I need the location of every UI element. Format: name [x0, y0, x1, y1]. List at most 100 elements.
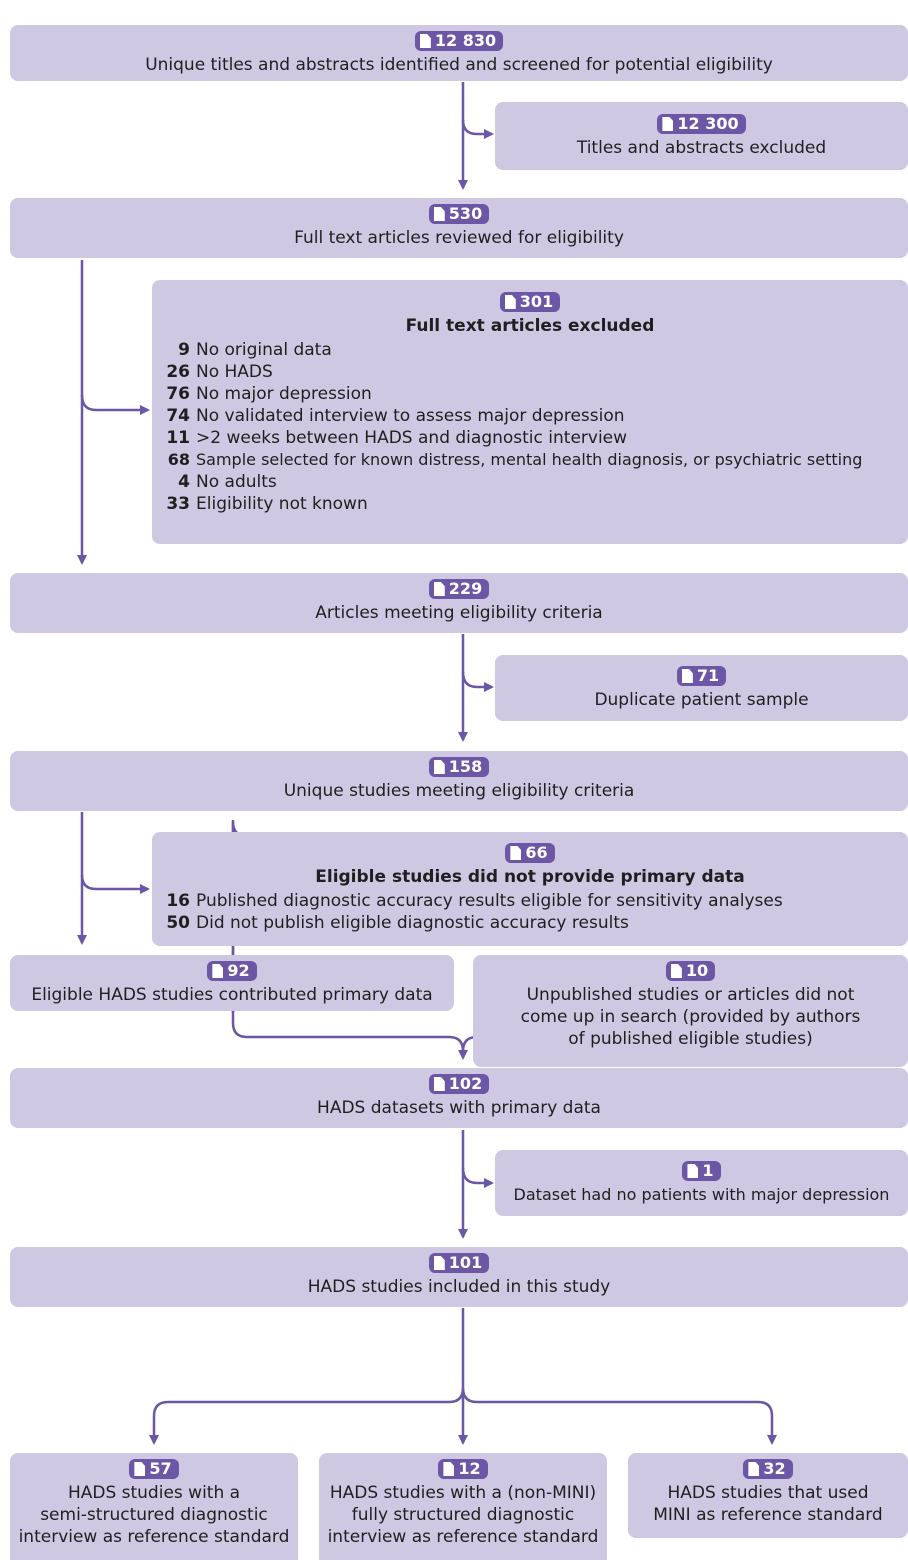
reason-count: 68 — [167, 450, 190, 469]
document-icon — [687, 1164, 699, 1178]
box-label-line: fully structured diagnostic — [351, 1505, 575, 1525]
box-label-line: of published eligible studies) — [568, 1029, 813, 1049]
count-value: 530 — [448, 204, 483, 223]
box-label: Dataset had no patients with major depre… — [513, 1185, 890, 1204]
document-icon — [433, 207, 445, 221]
count-badge: 158 — [428, 757, 490, 777]
reason-count: 50 — [166, 913, 190, 933]
document-icon — [510, 846, 522, 860]
count-badge: 101 — [428, 1253, 490, 1273]
contributed-box: 92 Eligible HADS studies contributed pri… — [10, 955, 454, 1011]
reason-text: No adults — [196, 472, 277, 492]
document-icon — [662, 117, 674, 131]
count-value: 66 — [525, 843, 548, 862]
count-badge: 301 — [499, 292, 561, 312]
arrow-to-no-primary — [80, 874, 150, 894]
reason-count: 74 — [166, 406, 190, 426]
count-badge: 71 — [676, 666, 727, 686]
unique-studies-box: 158 Unique studies meeting eligibility c… — [10, 751, 908, 811]
reason-text: Published diagnostic accuracy results el… — [196, 891, 783, 911]
list-item: 11>2 weeks between HADS and diagnostic i… — [162, 427, 908, 449]
document-icon — [433, 1256, 445, 1270]
included-box: 101 HADS studies included in this study — [10, 1247, 908, 1307]
reason-count: 26 — [166, 362, 190, 382]
count-value: 10 — [685, 961, 709, 980]
reason-list: 16 Published diagnostic accuracy results … — [152, 890, 908, 934]
reason-text: No major depression — [196, 384, 372, 404]
reason-text: No original data — [196, 340, 332, 360]
count-badge: 57 — [129, 1459, 179, 1479]
document-icon — [443, 1462, 455, 1476]
count-value: 301 — [519, 292, 554, 311]
count-badge: 12 830 — [414, 31, 504, 51]
count-value: 71 — [696, 666, 720, 685]
count-value: 229 — [448, 579, 483, 598]
box-label: Articles meeting eligibility criteria — [315, 603, 603, 623]
meeting-criteria-box: 229 Articles meeting eligibility criteri… — [10, 573, 908, 633]
arrow-to-full-text-excluded — [80, 394, 150, 415]
document-icon — [433, 582, 445, 596]
count-value: 158 — [448, 757, 483, 776]
reason-text: No validated interview to assess major d… — [196, 406, 625, 426]
count-value: 102 — [448, 1074, 483, 1093]
reason-count: 76 — [166, 384, 190, 404]
exclusion-reason-list: 9 No original data 26 No HADS 76 No major d… — [152, 339, 908, 515]
box-label-line: semi-structured diagnostic — [40, 1505, 268, 1525]
reason-count: 9 — [178, 340, 190, 360]
arrow-to-excluded-titles — [461, 119, 494, 139]
document-icon — [134, 1462, 146, 1476]
box-label-line: Unpublished studies or articles did not — [526, 985, 855, 1005]
count-badge: 1 — [682, 1161, 721, 1181]
box-label-line: MINI as reference standard — [653, 1505, 883, 1525]
box-label: HADS studies included in this study — [307, 1277, 611, 1297]
reason-text: Eligibility not known — [196, 494, 368, 514]
full-text-box: 530 Full text articles reviewed for elig… — [10, 198, 908, 258]
list-item: 74 No validated interview to assess major… — [162, 405, 908, 427]
box-label: Unique titles and abstracts identified a… — [145, 55, 773, 75]
count-badge: 92 — [207, 961, 257, 981]
count-value: 57 — [149, 1459, 172, 1478]
list-item: 26 No HADS — [162, 361, 908, 383]
count-badge: 229 — [428, 579, 490, 599]
count-value: 12 300 — [677, 114, 739, 133]
datasets-box: 102 HADS datasets with primary data — [10, 1068, 908, 1128]
count-badge: 10 — [665, 961, 716, 981]
reason-text: >2 weeks between HADS and diagnostic int… — [196, 428, 628, 448]
no-primary-data-box: 66 Eligible studies did not provide prim… — [152, 832, 908, 946]
no-patients-box: 1 Dataset had no patients with major dep… — [495, 1150, 908, 1216]
box-label-line: interview as reference standard — [327, 1527, 599, 1547]
document-icon — [504, 295, 516, 309]
document-icon — [212, 964, 224, 978]
box-label: Duplicate patient sample — [594, 690, 809, 710]
list-item: 68 Sample selected for known distress, me… — [162, 449, 908, 471]
document-icon — [433, 760, 445, 774]
list-item: 76 No major depression — [162, 383, 908, 405]
reason-count: 16 — [166, 891, 190, 911]
count-value: 101 — [448, 1253, 483, 1272]
count-badge: 32 — [743, 1459, 793, 1479]
box-label: HADS datasets with primary data — [317, 1098, 601, 1118]
box-label: Titles and abstracts excluded — [576, 138, 827, 158]
count-value: 12 830 — [434, 31, 497, 50]
box-label: Eligible HADS studies contributed primar… — [31, 985, 433, 1005]
full-text-excluded-box: 301 Full text articles excluded 9 No orig… — [152, 280, 908, 544]
box-label-line: come up in search (provided by authors — [520, 1007, 861, 1027]
semi-structured-box: 57 HADS studies with a semi-structured d… — [10, 1453, 298, 1560]
box-label-line: HADS studies with a (non-MINI) — [329, 1483, 597, 1503]
excluded-titles-box: 12 300 Titles and abstracts excluded — [495, 102, 908, 170]
box-title: Full text articles excluded — [405, 316, 655, 336]
count-value: 92 — [227, 961, 250, 980]
duplicate-box: 71 Duplicate patient sample — [495, 655, 908, 721]
mini-box: 32 HADS studies that used MINI as refere… — [628, 1453, 908, 1538]
document-icon — [419, 34, 431, 48]
count-badge: 530 — [428, 204, 490, 224]
box-title: Eligible studies did not provide primary… — [315, 867, 745, 887]
box-label-line: interview as reference standard — [18, 1527, 290, 1547]
count-badge: 66 — [505, 843, 555, 863]
count-badge: 102 — [428, 1074, 490, 1094]
reason-text: Sample selected for known distress, ment… — [196, 450, 863, 469]
box-label: Unique studies meeting eligibility crite… — [283, 781, 635, 801]
reason-text: No HADS — [196, 362, 273, 382]
